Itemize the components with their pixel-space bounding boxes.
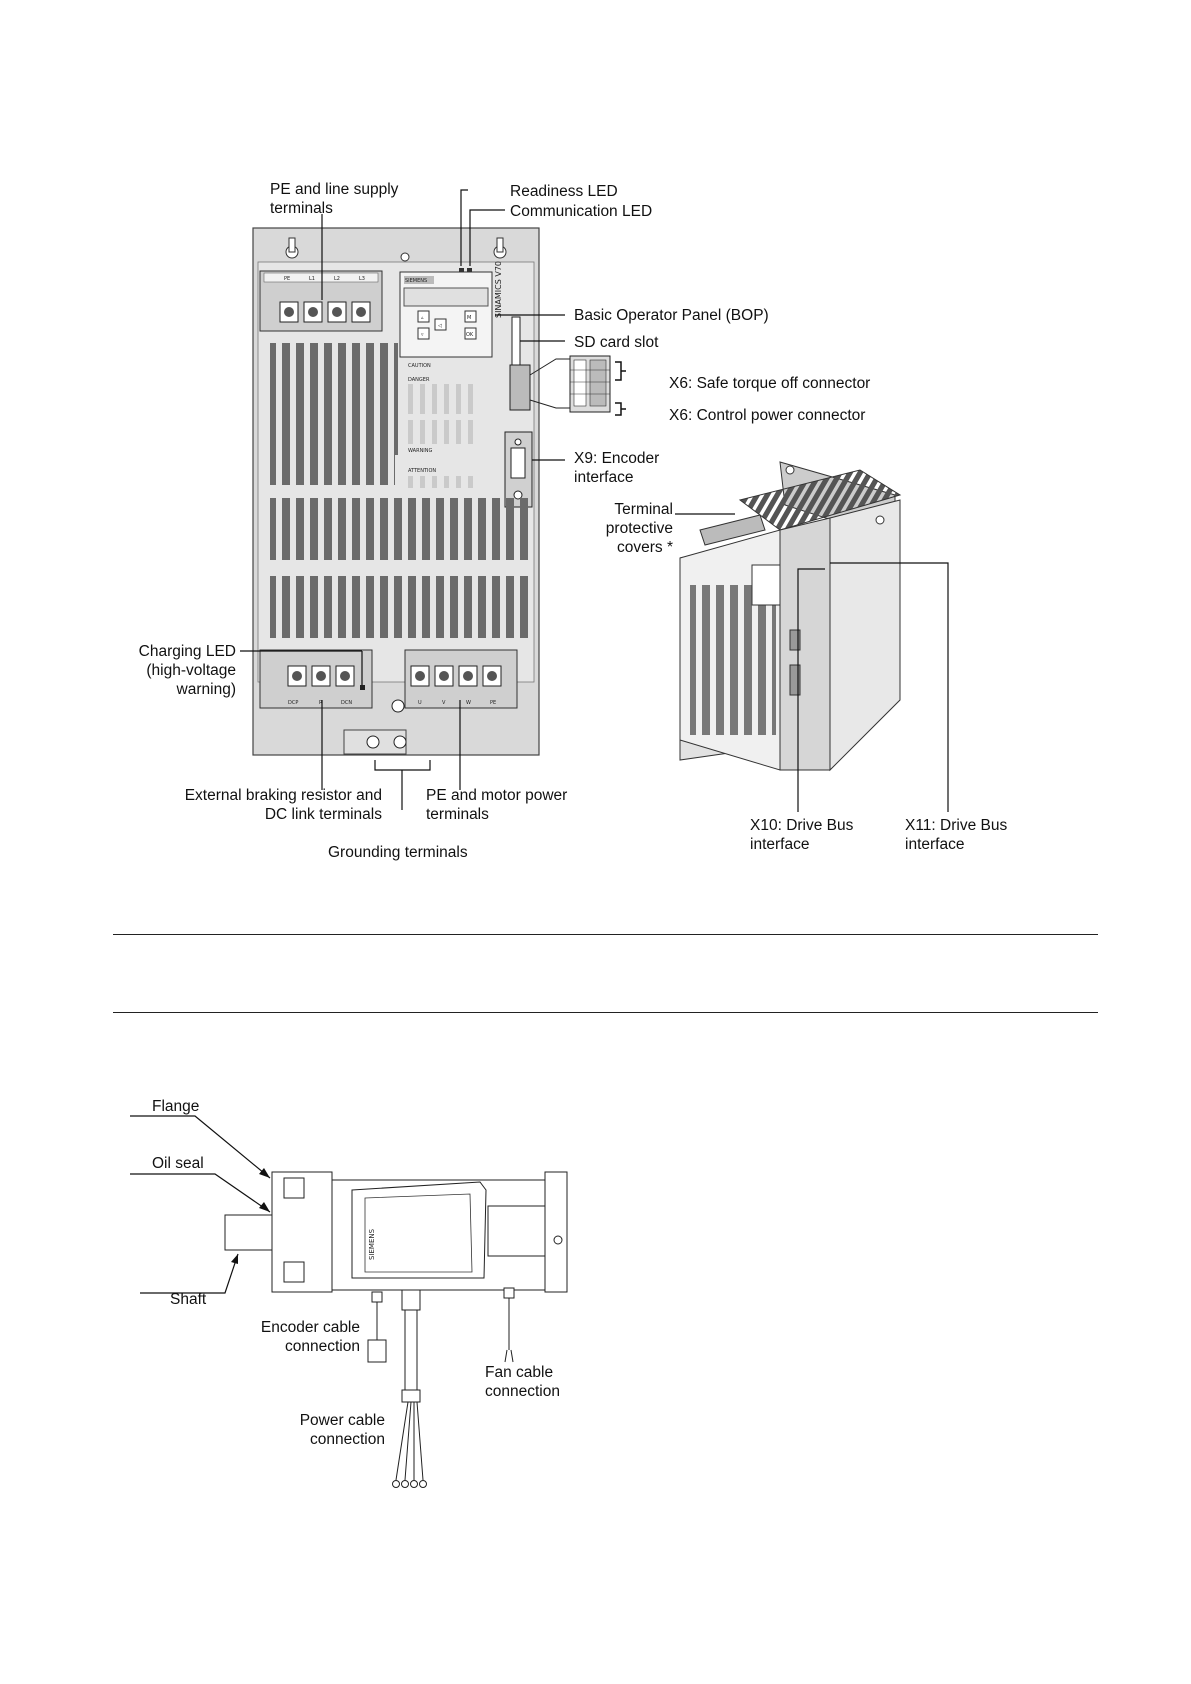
label-charging-led: Charging LED (high-voltage warning) [110,642,236,699]
bop-brand-text: SIEMENS [405,278,427,284]
motor-brand-text: SIEMENS [368,1228,376,1260]
communication-led [467,268,472,272]
label-x6-sto: X6: Safe torque off connector [669,374,870,393]
drive-isometric-view [680,462,900,770]
encoder-connector [368,1340,386,1362]
term-label-l1: L1 [309,276,315,282]
label-pe-motor: PE and motor power terminals [426,786,567,824]
dc-link-terminals: DCP R DCN [260,650,372,708]
separator-bottom [113,1012,1098,1013]
term-label-pe2: PE [490,700,496,706]
label-pe-line-supply: PE and line supply terminals [270,180,398,218]
term-label-v: V [442,700,446,706]
warning-text: WARNING [408,448,433,454]
danger-text: DANGER [408,377,430,383]
line-supply-terminals: PE L1 L2 L3 [260,271,382,331]
attention-text: ATTENTION [408,468,436,474]
label-sd-card: SD card slot [574,333,658,352]
x6-connector [510,365,530,410]
x6-connector-zoom [530,356,626,415]
term-label-w: W [466,700,471,706]
separator-top [113,934,1098,935]
motor-power-terminals: U V W PE [405,650,517,708]
label-bop: Basic Operator Panel (BOP) [574,306,769,325]
label-grounding: Grounding terminals [328,843,468,862]
label-encoder-cable: Encoder cable connection [215,1318,360,1356]
term-label-u: U [418,700,422,706]
label-communication-led: Communication LED [510,202,652,221]
label-x11: X11: Drive Bus interface [905,816,1007,854]
label-readiness-led: Readiness LED [510,182,618,201]
charging-led [360,685,365,690]
sd-card-slot [512,317,520,365]
drive-front-view: PE L1 L2 L3 SIEMENS ▵ ▿ ◁ M OK SINAMICS … [253,228,539,755]
label-oil-seal: Oil seal [152,1154,204,1173]
bop-panel: SIEMENS ▵ ▿ ◁ M OK [400,272,492,357]
svg-text:◁: ◁ [438,323,442,329]
label-braking-dc: External braking resistor and DC link te… [160,786,382,824]
term-label-l3: L3 [359,276,365,282]
label-terminal-covers: Terminal protective covers * [595,500,673,557]
label-fan-cable: Fan cable connection [485,1363,560,1401]
label-power-cable: Power cable connection [250,1411,385,1449]
label-x6-power: X6: Control power connector [669,406,865,425]
label-x9-encoder: X9: Encoder interface [574,449,659,487]
bop-m-key: M [467,315,471,321]
motor-shaft [225,1215,275,1250]
term-label-l2: L2 [334,276,340,282]
label-flange: Flange [152,1097,199,1116]
term-label-dcp: DCP [288,700,298,706]
label-x10: X10: Drive Bus interface [750,816,853,854]
grounding-screws [344,730,406,754]
term-label-dcn: DCN [341,700,352,706]
bop-ok-key: OK [466,332,474,338]
x9-encoder-port [505,432,532,507]
model-text: SINAMICS V70 [494,261,503,318]
label-shaft: Shaft [170,1290,206,1309]
term-label-pe: PE [284,276,290,282]
readiness-led [459,268,464,272]
caution-text: CAUTION [408,363,431,369]
